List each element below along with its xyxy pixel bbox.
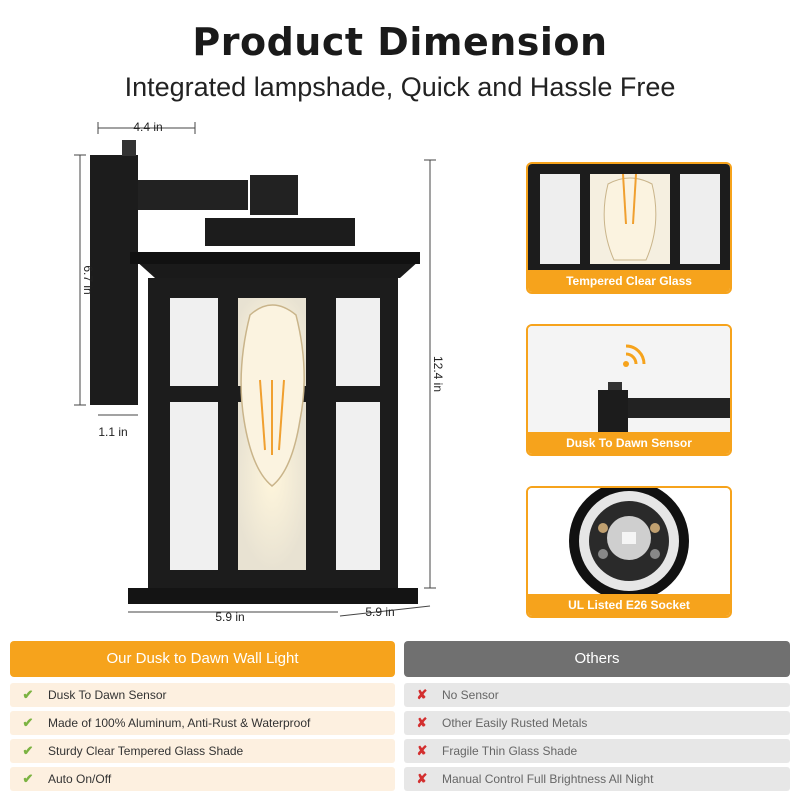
wall-plate (90, 155, 138, 405)
list-item: ✔ Sturdy Clear Tempered Glass Shade (10, 739, 395, 763)
socket-closeup (528, 488, 730, 594)
feature-label-sensor: Dusk To Dawn Sensor (528, 432, 730, 454)
wifi-signal-icon (625, 352, 638, 365)
cross-icon: ✘ (416, 771, 428, 786)
cross-icon: ✘ (416, 743, 428, 758)
mount-arm (138, 180, 248, 210)
feature-label-socket: UL Listed E26 Socket (528, 594, 730, 616)
glass-closeup (528, 164, 730, 270)
feature-card-sensor: Dusk To Dawn Sensor (526, 324, 732, 456)
page-title: Product Dimension (192, 20, 608, 64)
list-item: ✘ Other Easily Rusted Metals (404, 711, 790, 735)
lamp-diagram: 4.4 in 6.7 in 1.1 in 12.4 in 5.9 in 5.9 … (74, 120, 445, 624)
dim-height-total: 12.4 in (431, 356, 445, 392)
dim-depth-back: 1.1 in (98, 425, 127, 439)
list-item: ✘ Fragile Thin Glass Shade (404, 739, 790, 763)
dim-base-front: 5.9 in (215, 610, 244, 624)
list-item: ✔ Dusk To Dawn Sensor (10, 683, 395, 707)
feature-card-socket: UL Listed E26 Socket (526, 486, 732, 618)
list-item: ✘ No Sensor (404, 683, 790, 707)
check-icon: ✔ (22, 771, 34, 786)
dim-height-back: 6.7 in (81, 265, 95, 294)
comparison-table: Our Dusk to Dawn Wall Light ✔ Dusk To Da… (10, 641, 790, 791)
check-icon: ✔ (22, 715, 34, 730)
cross-icon: ✘ (416, 715, 428, 730)
sensor-closeup (528, 326, 730, 432)
check-icon: ✔ (22, 687, 34, 702)
column-header-ours: Our Dusk to Dawn Wall Light (10, 641, 395, 677)
feature-label-glass: Tempered Clear Glass (528, 270, 730, 292)
list-item: ✔ Auto On/Off (10, 767, 395, 791)
list-item: ✘ Manual Control Full Brightness All Nig… (404, 767, 790, 791)
dim-base-side: 5.9 in (365, 605, 394, 619)
list-item: ✔ Made of 100% Aluminum, Anti-Rust & Wat… (10, 711, 395, 735)
feature-card-glass: Tempered Clear Glass (526, 162, 732, 294)
dim-width-top: 4.4 in (133, 120, 162, 134)
lamp-base (128, 588, 418, 604)
sensor-nub (122, 140, 136, 156)
column-header-others: Others (404, 641, 790, 677)
lamp-cap (205, 218, 355, 246)
cross-icon: ✘ (416, 687, 428, 702)
check-icon: ✔ (22, 743, 34, 758)
page-subtitle: Integrated lampshade, Quick and Hassle F… (124, 72, 676, 102)
